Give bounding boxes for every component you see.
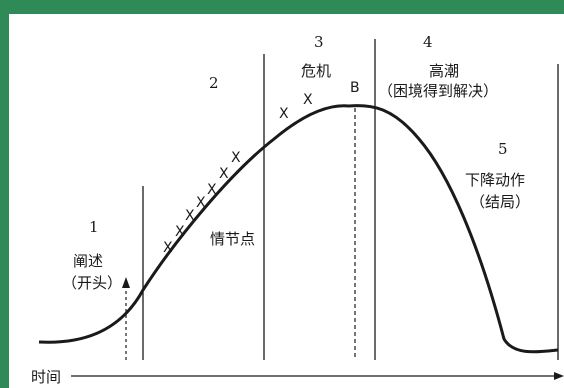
exposition-arrowhead [122,277,130,288]
climax-label: 高潮 [429,62,459,80]
tension-curve [38,104,559,354]
crisis-label: 危机 [301,62,331,80]
stage-1-number: 1 [89,218,99,236]
time-axis-arrowhead [554,372,564,380]
dramatic-structure-diagram: 时间 1 2 3 4 5 阐述 （开头） 情节点 危机 高潮 （困境得到解决） … [31,33,564,386]
climax-note: （困境得到解决） [378,82,498,100]
stage-2-number: 2 [209,74,219,92]
plot-points-label: 情节点 [210,230,255,248]
crisis-marker-b: B [350,80,360,96]
stage-5-number: 5 [498,140,508,158]
falling-action-label: 下降动作 [465,171,525,189]
event-marker-x: X [163,240,173,256]
event-marker-x: X [196,195,206,211]
falling-action-note: （结局） [470,193,530,211]
event-marker-x: X [303,92,313,108]
time-axis-label: 时间 [31,368,61,386]
stage-3-number: 3 [314,33,324,51]
stage-4-number: 4 [423,33,433,51]
event-marker-x: X [219,166,229,182]
event-marker-x: X [175,224,185,240]
diagram-frame: 时间 1 2 3 4 5 阐述 （开头） 情节点 危机 高潮 （困境得到解决） … [9,14,564,388]
event-marker-x: X [185,208,195,224]
event-marker-x: X [279,106,289,122]
event-marker-x: X [207,182,217,198]
event-marker-x: X [231,150,241,166]
exposition-note: （开头） [62,274,122,292]
exposition-label: 阐述 [73,252,103,270]
